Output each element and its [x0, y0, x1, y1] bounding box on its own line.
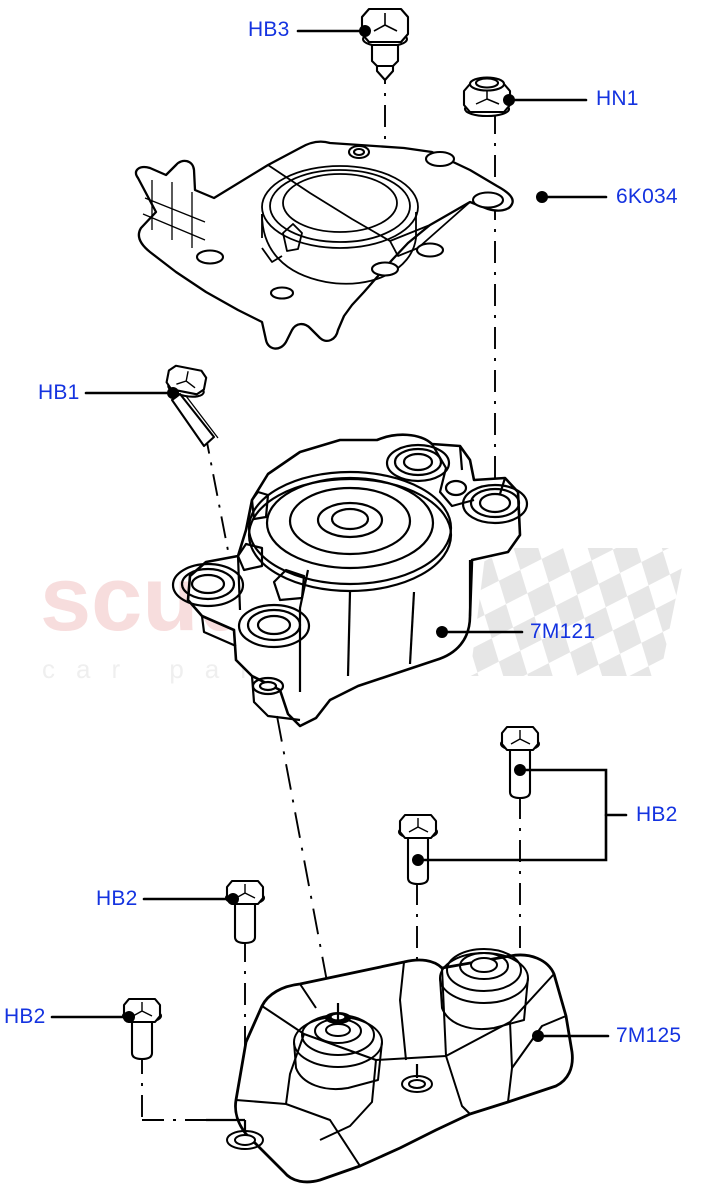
part-hb2-bolt-mid-left: [224, 879, 266, 945]
label-hn1: HN1: [596, 87, 639, 110]
part-hb2-bolt-right: [499, 725, 541, 800]
part-7m125-details: [206, 948, 567, 1167]
part-hb3-bolt: [360, 7, 410, 82]
part-7m121-details: [171, 443, 529, 722]
leader-lines: [50, 29, 628, 1038]
label-6k034: 6K034: [616, 185, 678, 208]
label-hb1: HB1: [38, 381, 80, 404]
leader-dots: [123, 25, 548, 1042]
part-hb2-bolt-mid-upper: [397, 813, 439, 886]
part-6k034-holes: [195, 144, 505, 300]
part-hb2-bolt-lower-left: [121, 997, 163, 1061]
label-hb2-left: HB2: [4, 1005, 46, 1028]
part-hn1-nut: [462, 76, 512, 118]
part-6k034-bracket: [134, 140, 514, 350]
centrelines: [141, 62, 521, 1121]
label-7m125: 7M125: [616, 1024, 682, 1047]
part-hb1-bolt: [165, 364, 219, 448]
part-6k034-details: [142, 164, 471, 285]
label-7m121: 7M121: [530, 620, 596, 643]
label-hb2-right: HB2: [636, 803, 678, 826]
label-hb3: HB3: [248, 18, 290, 41]
part-7m125-bracket: [234, 953, 574, 1184]
label-hb2-mid: HB2: [96, 887, 138, 910]
